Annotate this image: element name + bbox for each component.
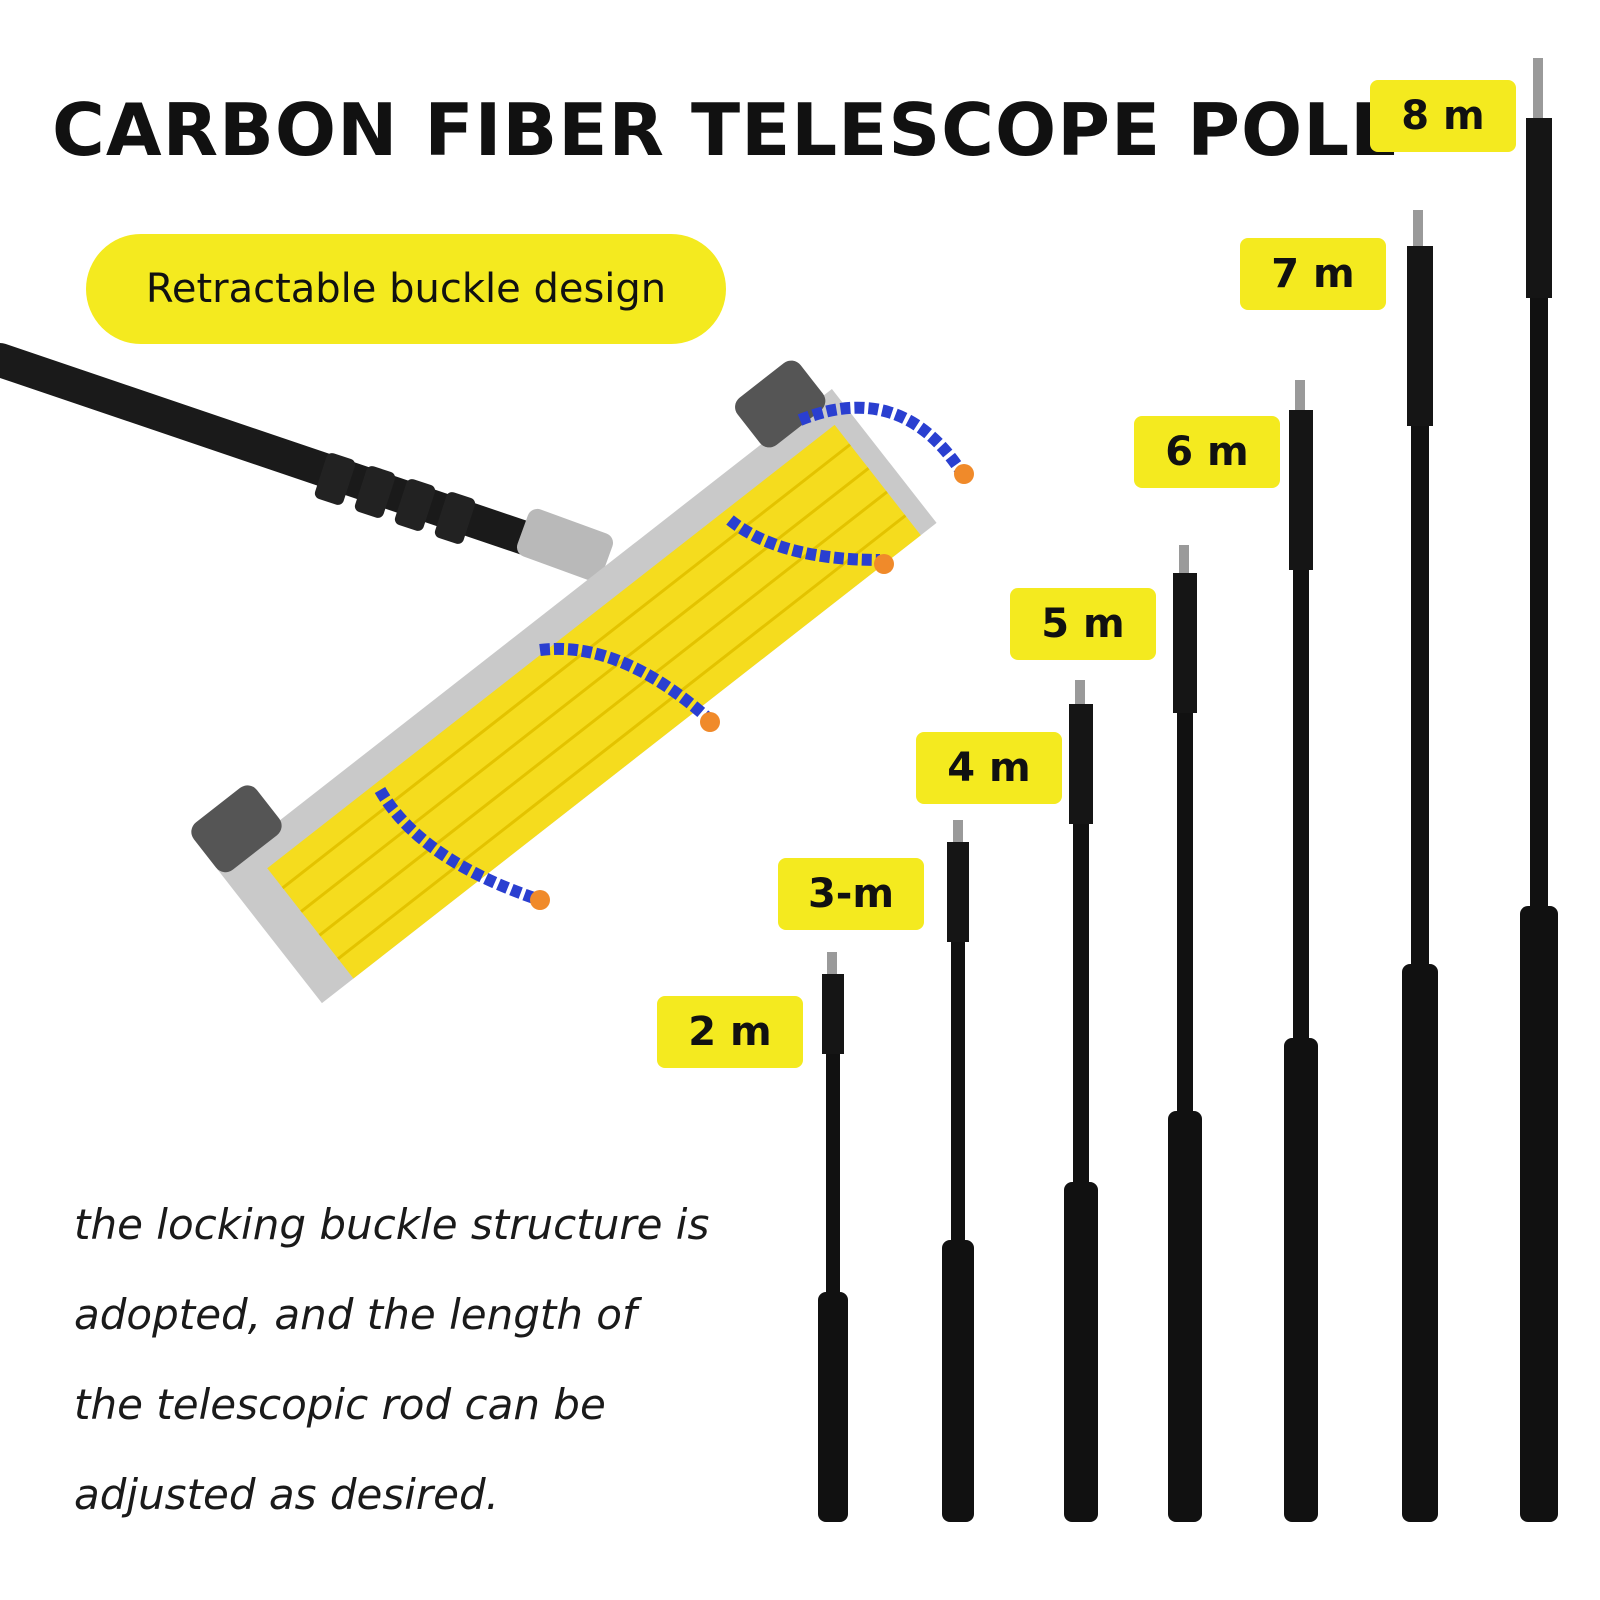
description-line: adjusted as desired. — [74, 1470, 500, 1519]
pole-6m — [1284, 380, 1318, 1522]
pole-8m — [1520, 58, 1558, 1522]
pole-5m — [1168, 545, 1202, 1522]
nozzle-tips — [530, 464, 974, 910]
length-label-4m: 4 m — [916, 732, 1062, 804]
pole-7m — [1402, 210, 1438, 1522]
length-label-7m: 7 m — [1240, 238, 1386, 310]
length-label-3m: 3-m — [778, 858, 924, 930]
telescopic-poles — [818, 58, 1558, 1522]
length-label-8m: 8 m — [1370, 80, 1516, 152]
length-label-5m: 5 m — [1010, 588, 1156, 660]
length-label-2m: 2 m — [657, 996, 803, 1068]
description-line: the locking buckle structure is — [74, 1200, 710, 1249]
description-text: the locking buckle structure is adopted,… — [74, 1180, 754, 1540]
feature-pill: Retractable buckle design — [86, 234, 726, 344]
connector — [516, 508, 614, 582]
description-line: adopted, and the length of — [74, 1290, 637, 1339]
pole-4m — [1064, 680, 1098, 1522]
nozzle-hoses — [374, 401, 965, 906]
pole-2m — [818, 952, 848, 1522]
motor-left — [191, 785, 282, 873]
length-label-6m: 6 m — [1134, 416, 1280, 488]
brush-pole — [0, 343, 577, 567]
motor-right — [735, 360, 826, 448]
page-title: CARBON FIBER TELESCOPE POLE — [52, 88, 1401, 172]
description-line: the telescopic rod can be — [74, 1380, 606, 1429]
pole-3m — [942, 820, 974, 1522]
pole-clamps — [314, 453, 476, 544]
